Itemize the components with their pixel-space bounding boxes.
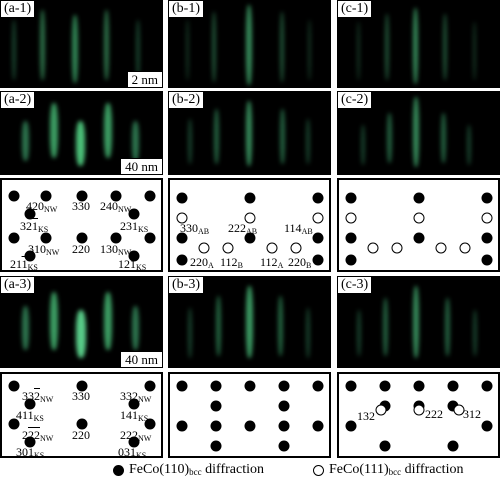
rheed-photo-c3: (c-3) [337, 276, 500, 368]
diffraction-schematic-b2: 330AB 222AB 114AB 220A 112B 112A 220B [168, 178, 331, 272]
reflection-label: 222NW [120, 428, 152, 443]
reflection-label: 121KS [118, 257, 147, 272]
rheed-photo-b2: (b-2) [168, 91, 331, 175]
rheed-photo-a3: (a-3) 40 nm [0, 276, 163, 368]
reflection-label: 330AB [180, 221, 210, 236]
diffraction-schematic-a2: 420NW 330 240NW 321KS 231KS 310NW 220 13… [0, 178, 163, 272]
reflection-label: 112B [220, 255, 243, 270]
reflection-label: 114AB [284, 221, 313, 236]
reflection-label: 312 [463, 407, 481, 421]
scale-bar-label: 40 nm [120, 158, 163, 175]
reflection-label: 132 [357, 409, 375, 423]
panel-label: (c-1) [337, 0, 373, 18]
reflection-label: 332NW [120, 389, 152, 404]
panel-label: (b-1) [168, 0, 204, 18]
diffraction-schematic-b3 [168, 372, 331, 458]
panel-label: (b-3) [168, 276, 204, 294]
reflection-label: 301KS [16, 445, 45, 458]
reflection-label: 220A [190, 255, 214, 270]
panel-label: (a-1) [0, 0, 36, 18]
rheed-photo-b1: (b-1) [168, 0, 331, 88]
panel-label: (c-2) [337, 91, 373, 109]
reflection-label: 330 [72, 199, 90, 213]
reflection-label: 420NW [26, 199, 58, 214]
panel-label: (a-3) [0, 276, 36, 294]
reflection-label: 222 [425, 407, 443, 421]
reflection-label: 222AB [228, 221, 258, 236]
reflection-label: 231KS [120, 219, 149, 234]
panel-label: (a-2) [0, 91, 36, 109]
reflection-label: 240NW [100, 199, 132, 214]
reflection-label: 222NW [22, 428, 54, 443]
diffraction-schematic-c3: 132 222 312 [337, 372, 500, 458]
scale-bar-label: 2 nm [126, 71, 163, 88]
panel-label: (c-3) [337, 276, 373, 294]
reflection-label: 211KS [10, 257, 38, 272]
legend: FeCo(110)bcc diffraction FeCo(111)bcc di… [0, 460, 500, 482]
filled-circle-icon [113, 465, 124, 476]
reflection-label: 112A [260, 255, 284, 270]
reflection-label: 130NW [100, 242, 132, 257]
rheed-photo-c1: (c-1) [337, 0, 500, 88]
diffraction-schematic-c2 [337, 178, 500, 272]
reflection-label: 321KS [20, 219, 49, 234]
legend-item-111: FeCo(111)bcc diffraction [329, 462, 464, 477]
rheed-photo-b3: (b-3) [168, 276, 331, 368]
diffraction-schematic-a3: 332NW 330 332NW 411KS 141KS 222NW 220 22… [0, 372, 163, 458]
rheed-photo-a2: (a-2) 40 nm [0, 91, 163, 175]
open-circle-icon [313, 465, 324, 476]
reflection-label: 031KS [118, 445, 147, 458]
reflection-label: 220 [72, 242, 90, 256]
reflection-label: 220 [72, 428, 90, 442]
scale-bar-label: 40 nm [120, 351, 163, 368]
rheed-photo-a1: (a-1) 2 nm [0, 0, 163, 88]
panel-label: (b-2) [168, 91, 204, 109]
legend-item-110: FeCo(110)bcc diffraction [129, 462, 264, 477]
reflection-label: 310NW [28, 242, 60, 257]
reflection-label: 220B [288, 255, 312, 270]
reflection-label: 141KS [120, 408, 149, 423]
reflection-label: 411KS [16, 408, 44, 423]
reflection-label: 330 [72, 389, 90, 403]
reflection-label: 332NW [22, 389, 54, 404]
rheed-photo-c2: (c-2) [337, 91, 500, 175]
